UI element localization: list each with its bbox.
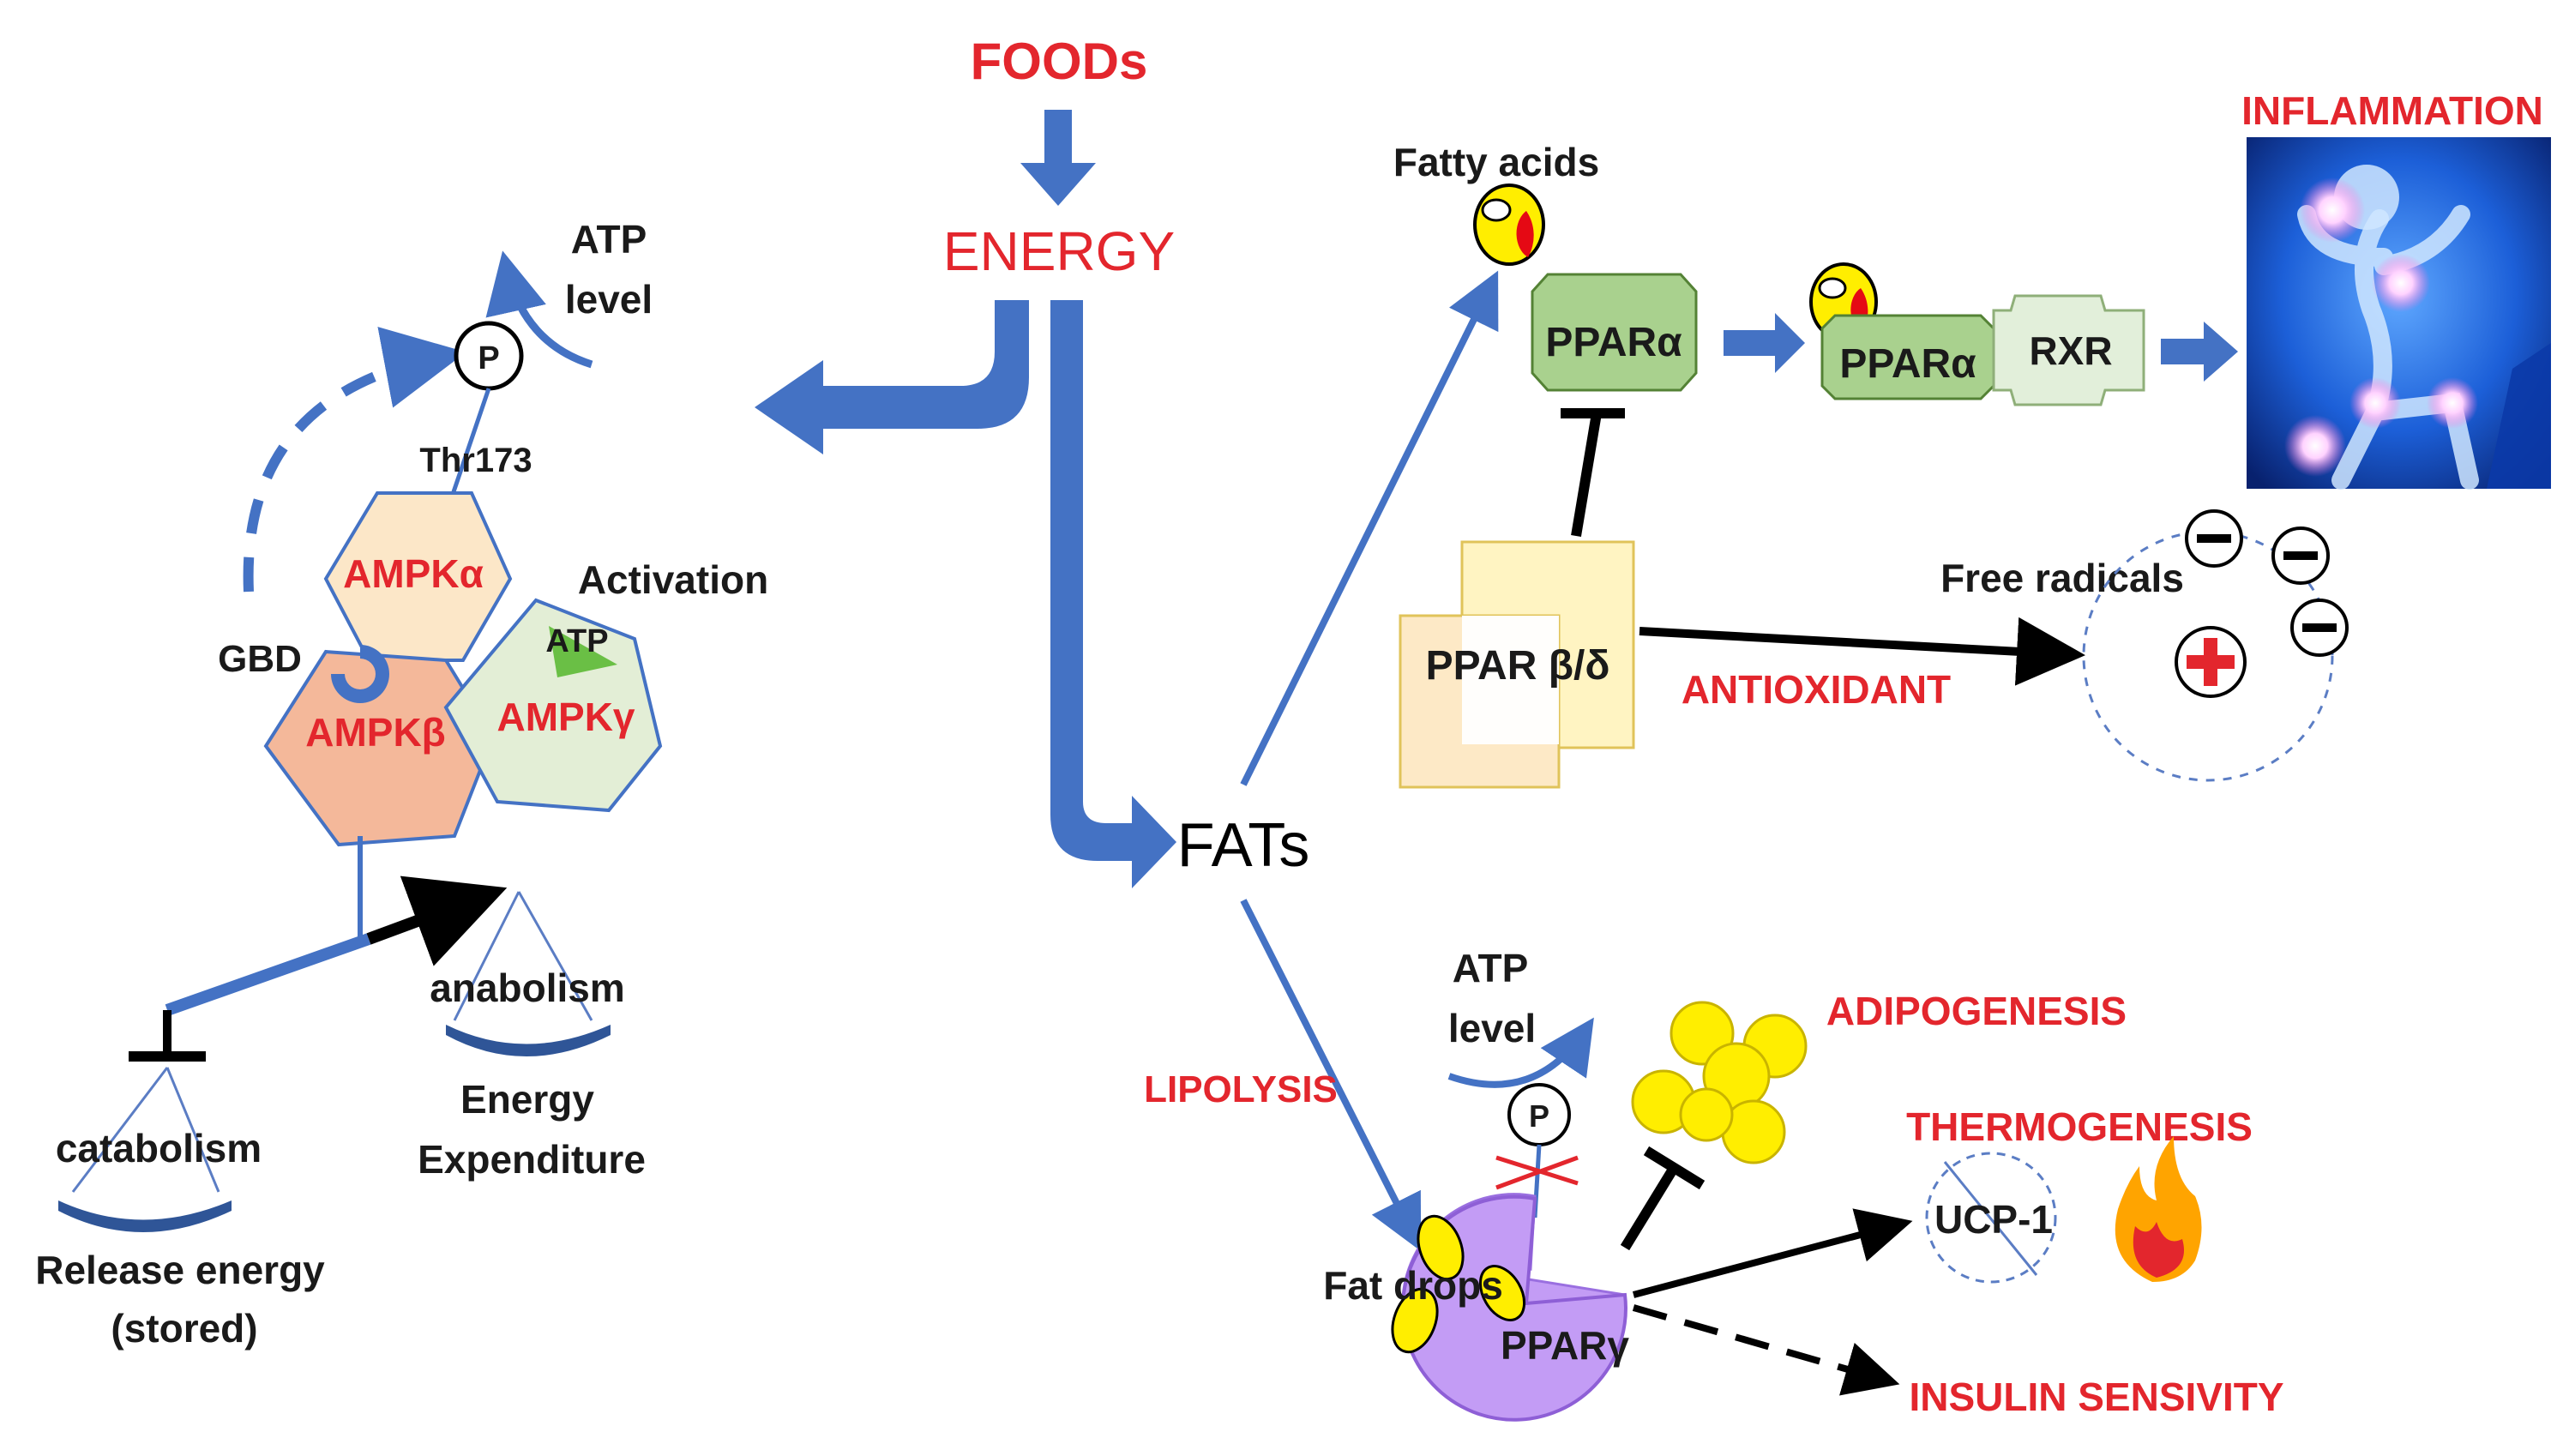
foods-label: FOODs bbox=[971, 33, 1148, 90]
complex-to-inflammation-arrow bbox=[2161, 322, 2238, 382]
gbd-label: GBD bbox=[218, 638, 302, 680]
anabolism-scale-strings bbox=[453, 891, 593, 1021]
ppar-gamma-to-ucp1-arrow bbox=[1632, 1208, 1913, 1298]
ppar-alpha-complex-label: PPARα bbox=[1839, 341, 1976, 387]
energy-to-fats-arrow bbox=[1050, 300, 1176, 888]
foods-to-energy-arrow bbox=[1020, 110, 1096, 206]
person-in-pain-illustration bbox=[2247, 137, 2551, 490]
anabolism-label: anabolism bbox=[430, 966, 625, 1010]
ppar-alpha-label: PPARα bbox=[1545, 320, 1682, 365]
catabolism-scale-pan bbox=[58, 1200, 232, 1232]
ucp1-label: UCP-1 bbox=[1934, 1197, 2053, 1242]
insulin-sensivity-label: INSULIN SENSIVITY bbox=[1909, 1375, 2283, 1419]
minus-charge-icon-3 bbox=[2290, 599, 2349, 657]
fat-cells-cluster-icon bbox=[1631, 1001, 1808, 1164]
antioxidant-label: ANTIOXIDANT bbox=[1682, 667, 1951, 712]
atp-level-bottom-line2: level bbox=[1448, 1006, 1536, 1050]
minus-charge-icon-1 bbox=[2185, 509, 2243, 568]
anabolism-scale-pan bbox=[446, 1025, 611, 1056]
rxr-label: RXR bbox=[2029, 328, 2112, 373]
flame-icon bbox=[2115, 1136, 2202, 1282]
plus-charge-icon bbox=[2175, 626, 2247, 698]
activation-label: Activation bbox=[578, 557, 768, 602]
fatty-acids-label: Fatty acids bbox=[1393, 140, 1599, 184]
ampk-gamma-subunit bbox=[443, 598, 663, 813]
ppar-alpha-complex-box bbox=[1820, 314, 1995, 400]
ppar-alpha-box bbox=[1531, 273, 1698, 392]
phosphate-label-top: P bbox=[478, 340, 499, 376]
ppar-bd-to-free-radicals-arrow bbox=[1639, 617, 2085, 686]
ppar-bd-overlap bbox=[1462, 616, 1559, 744]
thermogenesis-label: THERMOGENESIS bbox=[1906, 1104, 2253, 1149]
fats-to-fatty-acids-arrow bbox=[1240, 270, 1499, 786]
balance-beam-blue bbox=[165, 933, 371, 1016]
atp-triangle bbox=[549, 626, 617, 677]
energy-expenditure-line2: Expenditure bbox=[418, 1137, 646, 1182]
free-radicals-label: Free radicals bbox=[1940, 556, 2184, 600]
thr173-label: Thr173 bbox=[419, 442, 532, 479]
atp-up-curved-arrow bbox=[485, 250, 593, 369]
fat-drop-icons bbox=[1391, 1214, 1526, 1354]
ppar-gamma-inhibits-adipogenesis-stem bbox=[1620, 1164, 1679, 1251]
ppar-alpha-to-complex-arrow bbox=[1724, 313, 1805, 373]
lipolysis-label: LIPOLYSIS bbox=[1144, 1068, 1338, 1110]
catabolism-scale-strings bbox=[71, 1067, 220, 1193]
ppar-gamma-label: PPARγ bbox=[1501, 1323, 1629, 1368]
ampk-gamma-label: AMPKγ bbox=[496, 695, 635, 739]
ampk-alpha-subunit bbox=[323, 491, 513, 662]
ppar-bd-label: PPAR β/δ bbox=[1426, 643, 1610, 689]
energy-label: ENERGY bbox=[943, 220, 1175, 282]
ampk-beta-label: AMPKβ bbox=[305, 710, 446, 755]
adipogenesis-label: ADIPOGENESIS bbox=[1826, 989, 2127, 1033]
phosphate-label-bottom: P bbox=[1529, 1098, 1549, 1134]
catabolism-label: catabolism bbox=[56, 1126, 262, 1170]
ampk-alpha-label: AMPKα bbox=[343, 551, 484, 596]
minus-charge-icon-2 bbox=[2271, 526, 2330, 585]
fats-label: FATs bbox=[1177, 811, 1310, 880]
release-energy-line2: (stored) bbox=[111, 1306, 257, 1351]
rxr-box bbox=[1992, 294, 2145, 406]
ppar-gamma-inhibits-adipogenesis-bar bbox=[1643, 1146, 1706, 1190]
ppar-gamma-to-insulin-dashed-arrow bbox=[1632, 1304, 1900, 1396]
energy-to-ampk-arrow bbox=[755, 300, 1029, 454]
inflammation-label: INFLAMMATION bbox=[2241, 88, 2543, 133]
atp-small-label: ATP bbox=[545, 623, 608, 659]
release-energy-line1: Release energy bbox=[35, 1248, 325, 1292]
fatty-acid-molecule-icon bbox=[1473, 184, 1545, 266]
atp-bottom-curved-arrow bbox=[1447, 1017, 1594, 1088]
atp-level-top-line1: ATP bbox=[571, 217, 647, 262]
ucp1-circle bbox=[1925, 1152, 2057, 1284]
gbd-domain bbox=[331, 645, 389, 703]
fats-to-fat-drops-arrow bbox=[1240, 899, 1422, 1252]
fat-drops-label: Fat drops bbox=[1323, 1263, 1503, 1308]
balance-beam-black bbox=[366, 875, 508, 966]
ampk-beta-subunit bbox=[263, 649, 496, 847]
ucp1-strike bbox=[1943, 1161, 2038, 1276]
atp-level-top-line2: level bbox=[565, 277, 653, 322]
blocked-cross-icon bbox=[1495, 1155, 1579, 1190]
ppar-bd-inhibits-ppar-alpha-stem bbox=[1571, 412, 1602, 537]
atp-level-bottom-line1: ATP bbox=[1453, 946, 1529, 990]
energy-expenditure-line1: Energy bbox=[460, 1077, 594, 1122]
